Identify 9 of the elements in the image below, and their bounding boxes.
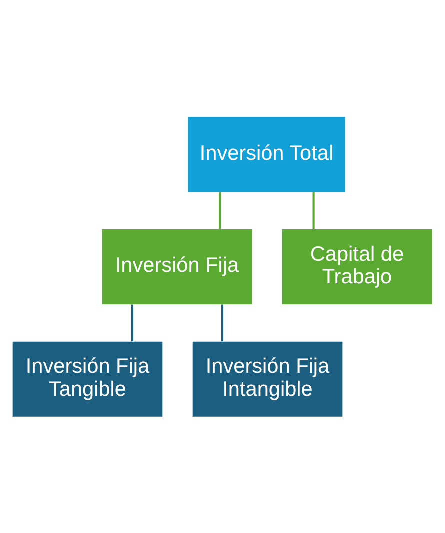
node-box: Inversión Fija Intangible: [192, 341, 343, 416]
node-box: Inversión Fija Tangible: [12, 341, 163, 416]
connector: [221, 304, 224, 342]
connector: [312, 192, 315, 229]
node-box: Inversión Total: [188, 116, 346, 192]
node-box: Inversión Fija: [102, 229, 252, 304]
connector: [131, 304, 134, 342]
connector: [219, 192, 222, 229]
node-box: Capital de Trabajo: [282, 229, 432, 304]
